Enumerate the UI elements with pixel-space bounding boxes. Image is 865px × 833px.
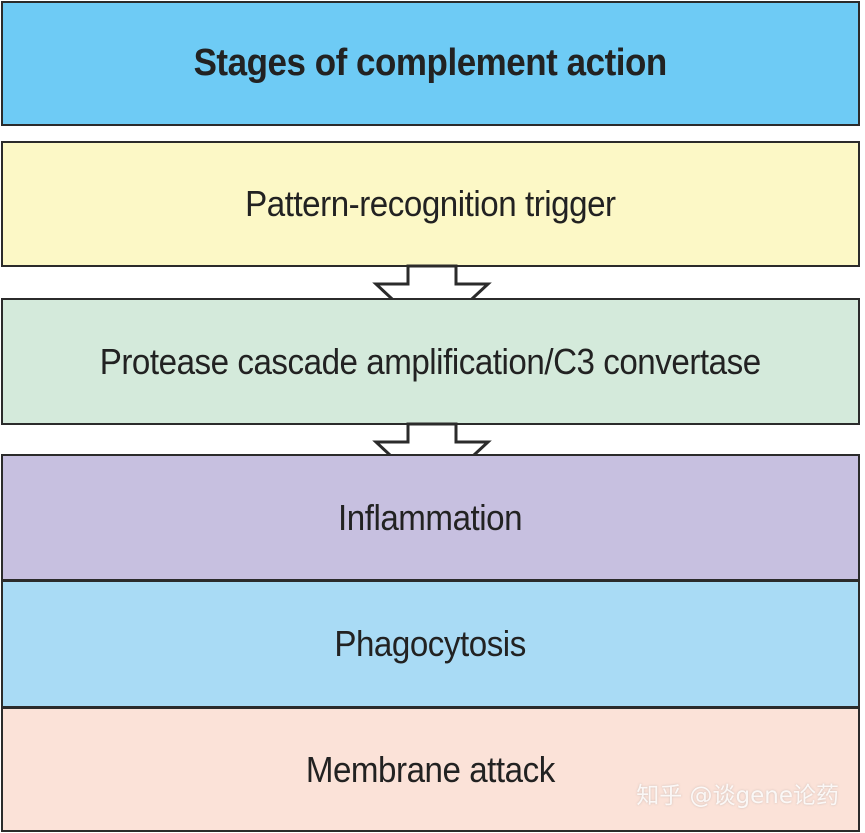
- stage-pattern-recognition: Pattern-recognition trigger: [1, 141, 860, 267]
- stage-phagocytosis: Phagocytosis: [1, 580, 860, 708]
- diagram-title-text: Stages of complement action: [193, 42, 668, 84]
- stage-membrane-attack: Membrane attack: [1, 707, 860, 832]
- stage-protease-cascade: Protease cascade amplification/C3 conver…: [1, 298, 860, 425]
- stage-label: Phagocytosis: [334, 623, 527, 664]
- stage-label: Membrane attack: [306, 748, 555, 790]
- watermark: 知乎 @谈gene论药: [636, 783, 839, 809]
- stage-label: Protease cascade amplification/C3 conver…: [100, 340, 761, 382]
- stage-inflammation: Inflammation: [1, 454, 860, 581]
- stage-label: Inflammation: [338, 496, 523, 538]
- stage-label: Pattern-recognition trigger: [245, 183, 616, 224]
- diagram-title: Stages of complement action: [1, 1, 860, 126]
